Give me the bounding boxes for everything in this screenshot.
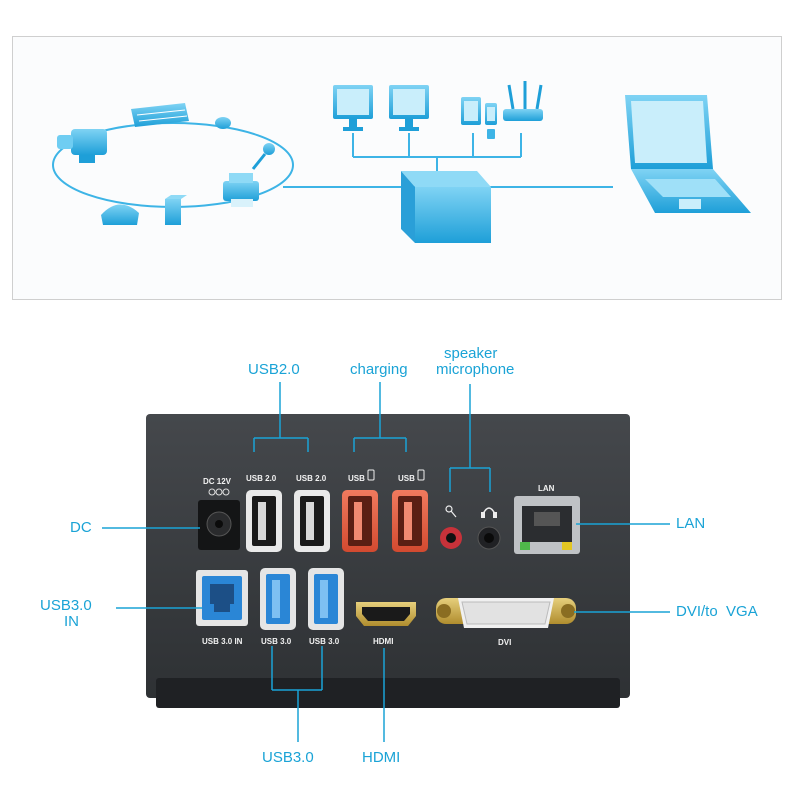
tablet-icon — [461, 97, 481, 125]
microphone-icon — [445, 505, 457, 518]
usb3-in-port — [196, 570, 248, 626]
usb2-port — [294, 490, 330, 552]
usb3-in-port-label: USB 3.0 IN — [202, 637, 243, 646]
callout-usb30-in: USB3.0 — [40, 597, 92, 614]
usb2-port-label: USB 2.0 — [246, 474, 277, 483]
charging-port — [342, 469, 378, 552]
charging-port — [392, 469, 428, 552]
callout-dc: DC — [70, 519, 92, 536]
mouse-icon — [215, 117, 231, 129]
callout-charging: charging — [350, 361, 408, 378]
camcorder-icon — [57, 129, 107, 163]
dvi-port-label: DVI — [498, 638, 512, 647]
usb3-port — [260, 568, 296, 630]
usb3-port — [308, 568, 344, 630]
usb2-port — [246, 490, 282, 552]
microphone-icon — [251, 143, 275, 170]
scanner-icon — [101, 204, 139, 225]
router-icon — [503, 81, 543, 121]
dvi-port — [436, 598, 576, 628]
hdmi-port — [356, 602, 416, 626]
phone-icon — [485, 103, 497, 139]
dc-port-label: DC 12V — [203, 477, 232, 486]
usb3-port-label: USB 3.0 — [309, 637, 340, 646]
monitor-icon — [389, 85, 429, 131]
headphone-icon — [481, 507, 497, 518]
callout-hdmi: HDMI — [362, 749, 401, 766]
hub-connections — [352, 133, 522, 171]
usb2-port-label: USB 2.0 — [296, 474, 327, 483]
callout-speaker: speaker — [444, 345, 498, 362]
microphone-jack — [440, 505, 462, 549]
lan-port-label: LAN — [538, 484, 555, 493]
keyboard-icon — [131, 103, 189, 127]
connectivity-illustration — [12, 36, 782, 300]
lan-port — [514, 496, 580, 554]
monitor-icon — [333, 85, 373, 131]
callout-leaders — [102, 382, 670, 742]
callout-usb30-in-line2: IN — [64, 613, 79, 630]
callout-lan: LAN — [676, 515, 706, 532]
charging-port-label: USB — [348, 474, 365, 483]
laptop-icon — [625, 95, 751, 213]
hdmi-port-label: HDMI — [373, 637, 394, 646]
callout-dvi-vga: DVI/to VGA — [676, 603, 758, 620]
callout-microphone: microphone — [436, 361, 515, 378]
dc-jack — [198, 488, 240, 550]
charging-port-label: USB — [398, 474, 415, 483]
usb3-port-label: USB 3.0 — [261, 637, 292, 646]
speaker-jack — [477, 507, 501, 550]
dock-body — [146, 414, 630, 708]
printer-icon — [223, 173, 259, 207]
docking-hub-icon — [401, 171, 491, 243]
callout-usb30: USB3.0 — [262, 749, 314, 766]
connectivity-diagram — [52, 81, 751, 243]
speaker-icon — [165, 195, 187, 225]
callout-usb20: USB2.0 — [248, 361, 300, 378]
